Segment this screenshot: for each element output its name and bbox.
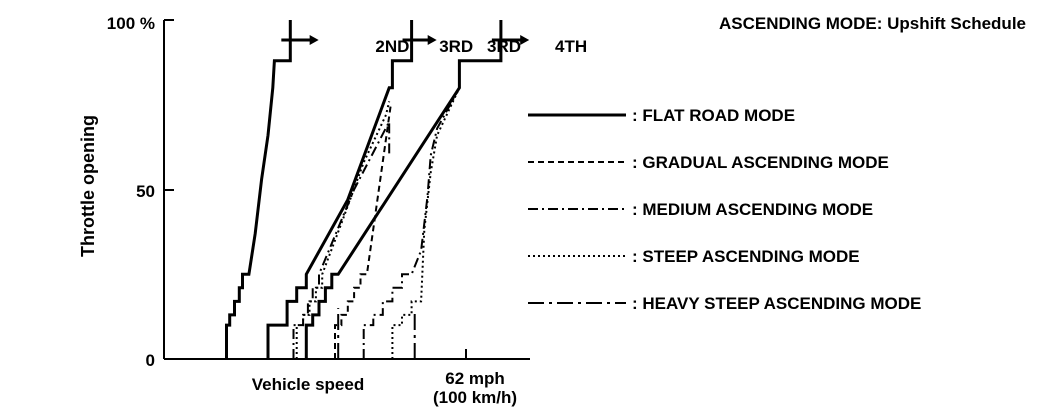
x-mark-label-mph: 62 mph: [445, 369, 505, 388]
y-tick-label-0: 0: [146, 351, 155, 370]
chart-title: ASCENDING MODE: Upshift Schedule: [719, 14, 1026, 33]
shift-label-0: 2ND: [375, 37, 409, 56]
series-line-solid-0: [225, 20, 292, 359]
shift-label-3: 4TH: [555, 37, 587, 56]
series-line-solid-1: [266, 20, 414, 359]
shift-label-2: 3RD: [487, 37, 521, 56]
series-lines: [225, 20, 503, 359]
x-axis-label: Vehicle speed: [252, 375, 364, 394]
legend-label-dotted: : STEEP ASCENDING MODE: [632, 247, 860, 266]
legend: : FLAT ROAD MODE : GRADUAL ASCENDING MODE…: [528, 106, 921, 313]
legend-label-longdashdot: : HEAVY STEEP ASCENDING MODE: [632, 294, 921, 313]
series-line-solid-2: [304, 20, 503, 359]
y-axis-label: Throttle opening: [78, 115, 98, 257]
upshift-arrowhead-1: [427, 35, 437, 45]
upshift-arrowhead-0: [309, 35, 319, 45]
series-line-dashdot-6: [362, 87, 461, 359]
x-mark-label-kmh: (100 km/h): [433, 388, 517, 407]
shift-label-1: 3RD: [439, 37, 473, 56]
y-tick-label-50: 50: [136, 182, 155, 201]
shift-labels: 2ND 3RD 3RD 4TH: [281, 35, 587, 56]
legend-label-dashdot: : MEDIUM ASCENDING MODE: [632, 200, 873, 219]
y-tick-label-100: 100 %: [107, 14, 155, 33]
upshift-arrowhead-2: [520, 35, 530, 45]
legend-label-solid: : FLAT ROAD MODE: [632, 106, 795, 125]
series-line-dotted-7: [391, 87, 461, 359]
series-line-dashed-3: [334, 104, 392, 359]
series-line-dotted-5: [295, 101, 391, 359]
legend-label-dashed: : GRADUAL ASCENDING MODE: [632, 153, 889, 172]
